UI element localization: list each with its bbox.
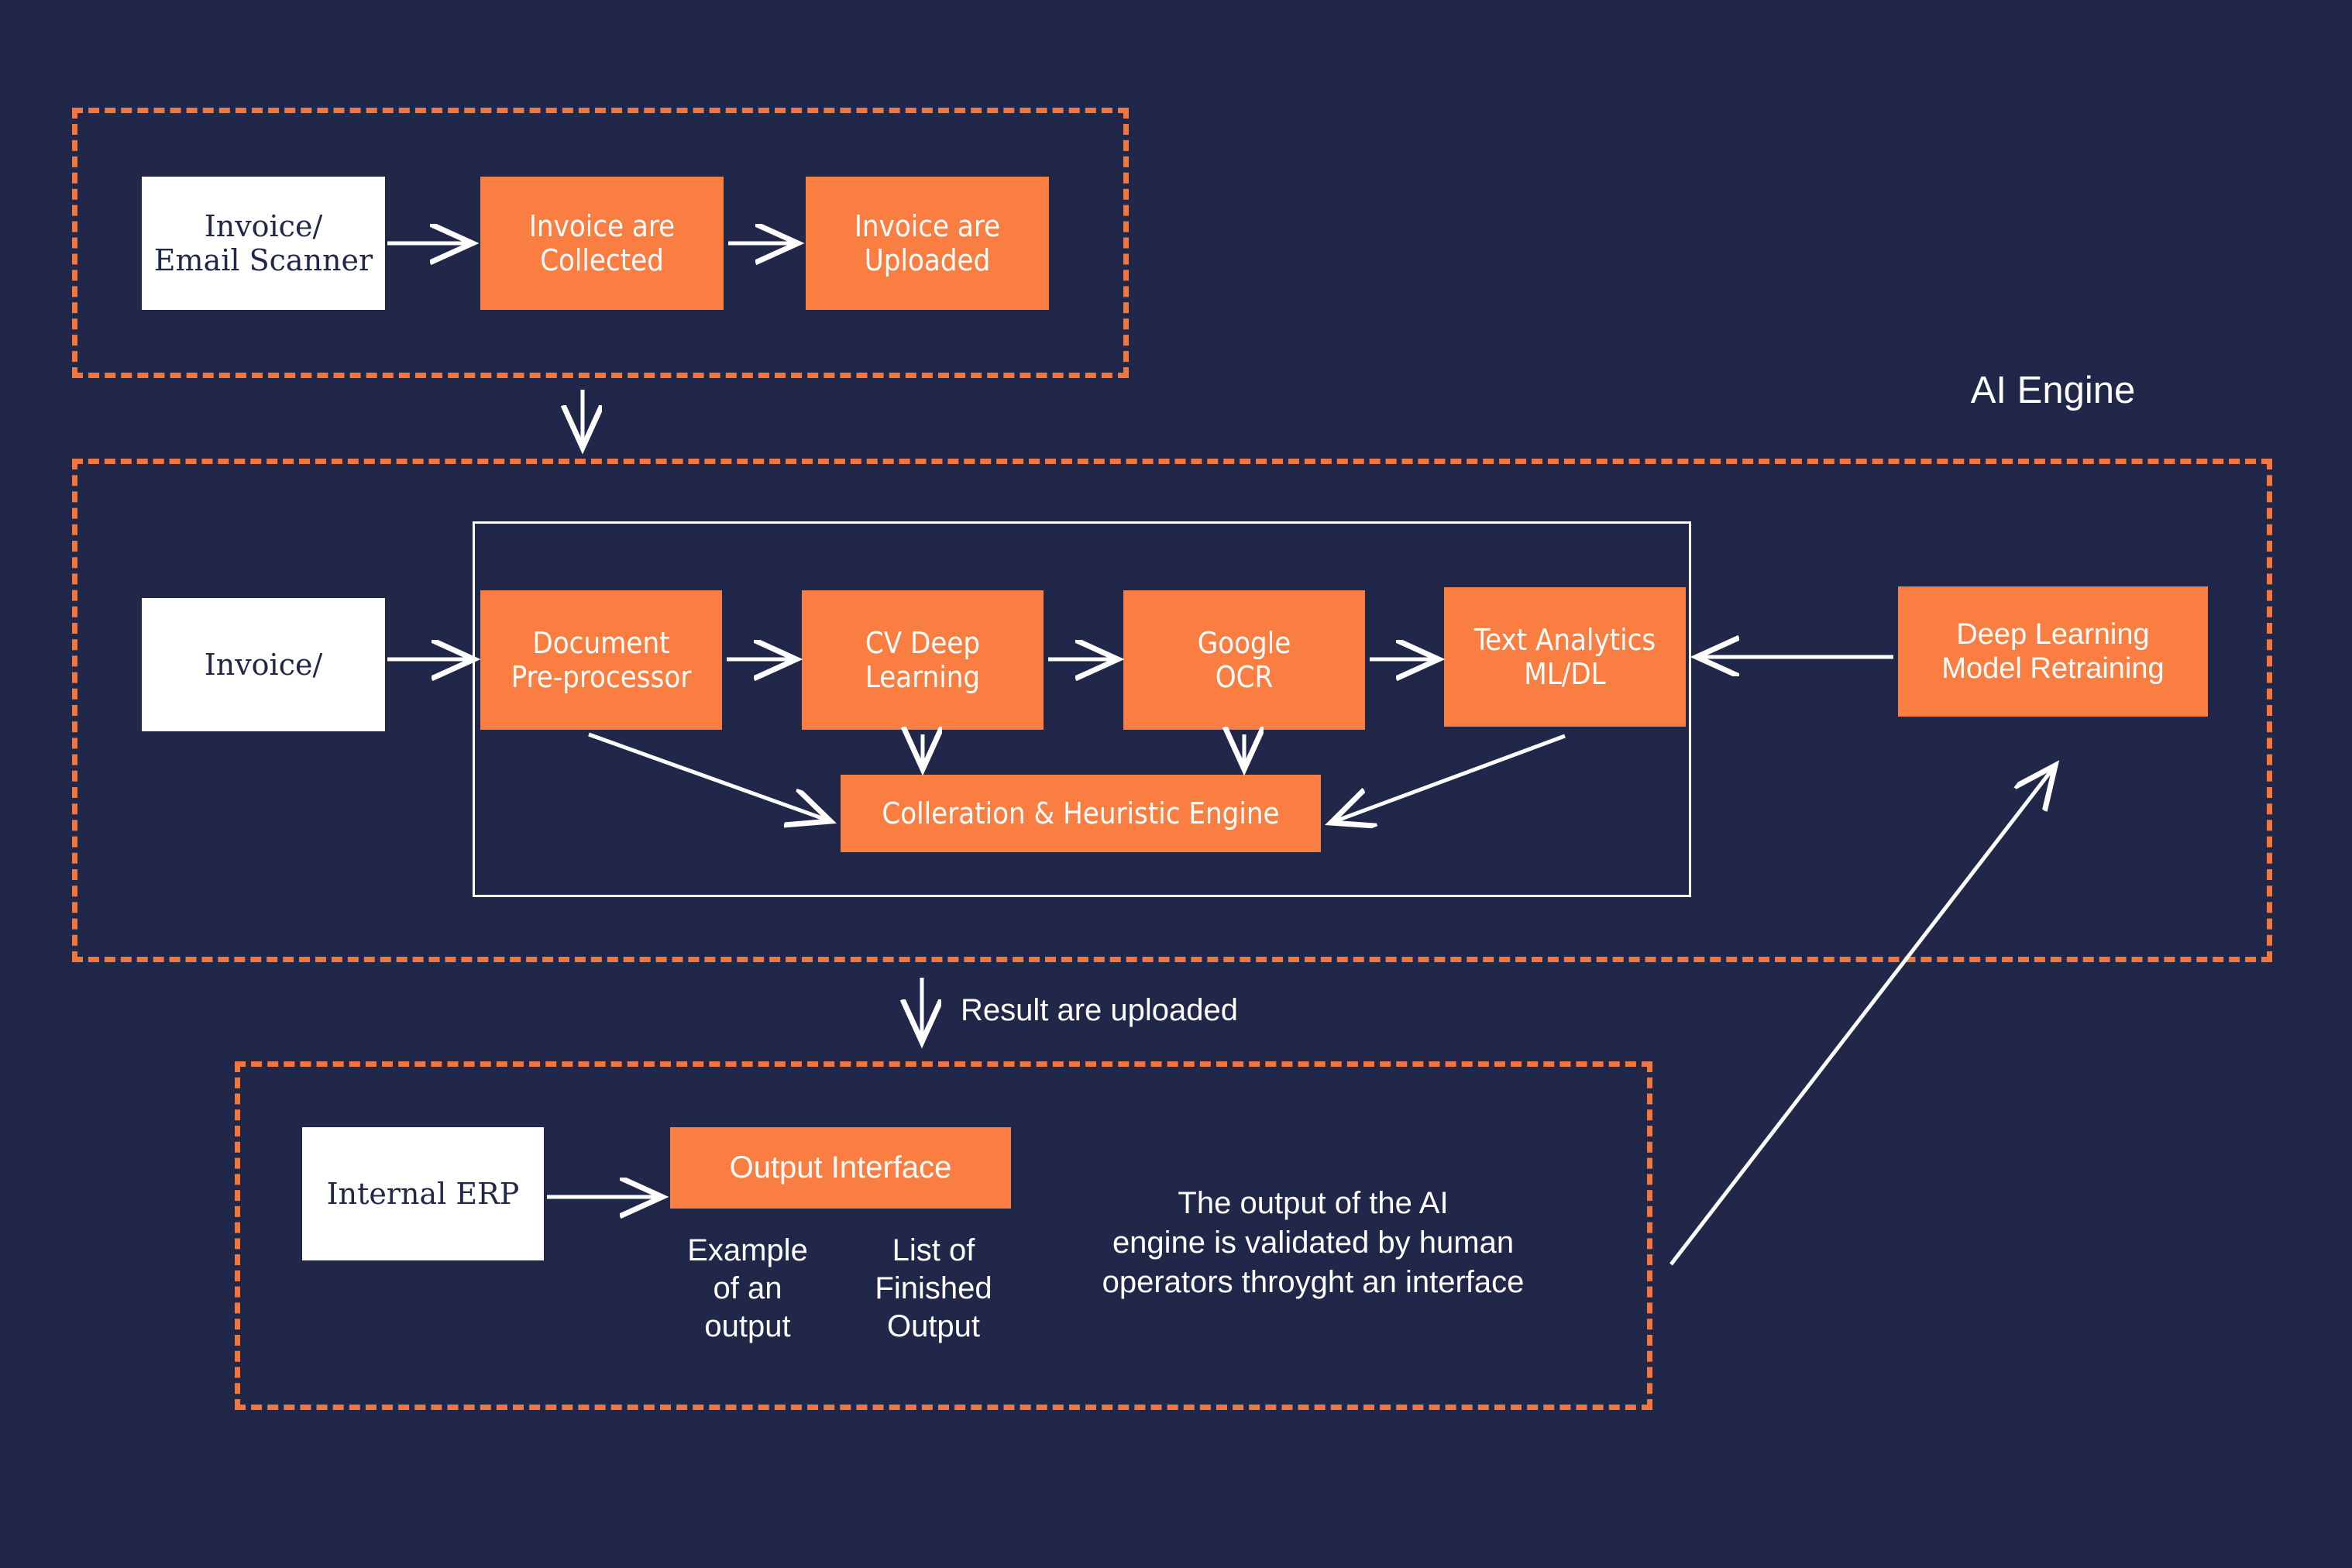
- output-group-boundary: [235, 1061, 1652, 1410]
- node-document-pre-processor[interactable]: Document Pre-processor: [480, 590, 722, 730]
- node-text-analytics-ml-dl[interactable]: Text Analytics ML/DL: [1444, 587, 1686, 727]
- ai-engine-title: AI Engine: [1970, 370, 2136, 411]
- node-invoice-are-uploaded[interactable]: Invoice are Uploaded: [806, 177, 1049, 310]
- node-invoice-source[interactable]: Invoice/: [142, 598, 385, 731]
- node-google-ocr[interactable]: Google OCR: [1123, 590, 1365, 730]
- node-cv-deep-learning[interactable]: CV Deep Learning: [802, 590, 1044, 730]
- ingestion-group-boundary: [72, 108, 1129, 378]
- node-invoice-are-collected[interactable]: Invoice are Collected: [480, 177, 724, 310]
- node-invoice-email-scanner[interactable]: Invoice/ Email Scanner: [142, 177, 385, 310]
- output-validation-note: The output of the AI engine is validated…: [1102, 1186, 1525, 1300]
- node-colleration-heuristic-engine[interactable]: Colleration & Heuristic Engine: [841, 775, 1321, 852]
- caption-example-of-an-output: Example of an output: [687, 1233, 808, 1343]
- result-are-uploaded-label: Result are uploaded: [961, 993, 1239, 1027]
- node-internal-erp[interactable]: Internal ERP: [302, 1127, 544, 1260]
- ai-engine-group-boundary: [72, 459, 2272, 962]
- caption-list-of-finished-output: List of Finished Output: [875, 1233, 992, 1343]
- ai-engine-inner-frame: [473, 521, 1691, 897]
- node-output-interface[interactable]: Output Interface: [670, 1127, 1011, 1209]
- node-deep-learning-model-retraining[interactable]: Deep Learning Model Retraining: [1898, 586, 2208, 717]
